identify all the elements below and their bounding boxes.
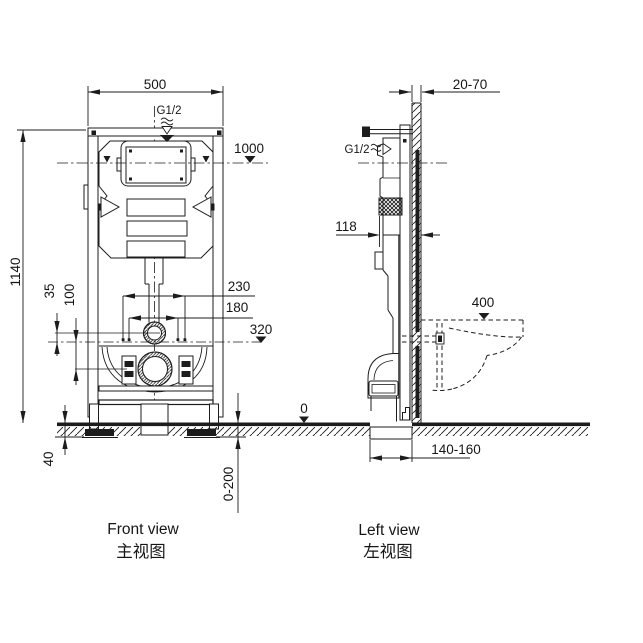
water-level-mark-left bbox=[103, 156, 111, 163]
inlet-valve-icon-front bbox=[160, 117, 174, 142]
front-caption-zh: 主视图 bbox=[116, 542, 166, 561]
wall-section bbox=[411, 102, 422, 423]
floor-zero-label: 0 bbox=[300, 401, 308, 416]
drain-pedestal bbox=[140, 403, 169, 436]
front-caption-en: Front view bbox=[107, 521, 179, 538]
side-flush-pipe bbox=[374, 235, 400, 353]
frame-bolt-right bbox=[217, 130, 222, 135]
dim-height-label: 1140 bbox=[8, 257, 23, 286]
frame-rail-side bbox=[399, 124, 411, 421]
floor bbox=[57, 422, 590, 438]
labels: 500 1140 G1/2 1000 35 100 230 180 320 40… bbox=[8, 77, 494, 561]
dim-230-label: 230 bbox=[228, 279, 251, 294]
dim-400-label: 400 bbox=[472, 295, 495, 310]
left-view bbox=[362, 102, 422, 440]
inlet-label-left: G1/2 bbox=[345, 144, 370, 156]
cross-bar-upper bbox=[98, 385, 214, 392]
bowl-height-marker bbox=[478, 313, 490, 320]
inlet-label-front: G1/2 bbox=[157, 105, 182, 117]
inlet-valve-icon-left bbox=[370, 142, 392, 156]
cistern-tank bbox=[97, 140, 215, 259]
dim-35-label: 35 bbox=[42, 283, 57, 298]
flush-bend-circle bbox=[143, 321, 166, 345]
level-320-marker bbox=[255, 336, 267, 343]
flush-pipe-neck bbox=[144, 258, 164, 323]
water-level-label: 1000 bbox=[234, 141, 264, 156]
dim-0-200-label: 0-200 bbox=[221, 467, 236, 502]
front-view bbox=[83, 106, 224, 437]
water-level-mark-right bbox=[202, 156, 210, 163]
frame-bolt-left bbox=[91, 130, 96, 135]
side-bracket-left bbox=[100, 196, 121, 218]
side-bracket-right bbox=[191, 196, 212, 218]
dim-wall-label: 20-70 bbox=[453, 77, 488, 92]
drain-bracket-left bbox=[121, 355, 137, 385]
left-caption-zh: 左视图 bbox=[363, 542, 413, 561]
dimension-lines bbox=[17, 85, 500, 513]
bowl-connector bbox=[435, 332, 445, 345]
water-level-marker bbox=[244, 156, 256, 163]
dim-320-label: 320 bbox=[250, 322, 273, 337]
bowl-saddle-arc bbox=[101, 346, 208, 393]
drain-bracket-right bbox=[178, 355, 194, 385]
foot-plate-left bbox=[85, 429, 114, 436]
drain-elbow bbox=[367, 353, 410, 422]
foot-plate-right bbox=[187, 429, 216, 436]
dim-118-label: 118 bbox=[335, 219, 357, 234]
wall-anchor-bolt bbox=[362, 126, 413, 137]
floor-zero-marker bbox=[299, 416, 309, 423]
dim-180-label: 180 bbox=[226, 300, 249, 315]
dim-100-label: 100 bbox=[62, 284, 77, 307]
dim-140-160-label: 140-160 bbox=[431, 442, 481, 457]
dim-40-label: 40 bbox=[41, 451, 56, 466]
flush-mechanism bbox=[378, 197, 403, 216]
dim-width-label: 500 bbox=[144, 77, 167, 92]
drain-outlet-circle bbox=[137, 351, 173, 387]
toilet-bowl-outline bbox=[402, 319, 524, 392]
adjustable-foot bbox=[369, 426, 413, 440]
left-caption-en: Left view bbox=[358, 522, 420, 539]
cistern-side-profile bbox=[377, 137, 403, 236]
